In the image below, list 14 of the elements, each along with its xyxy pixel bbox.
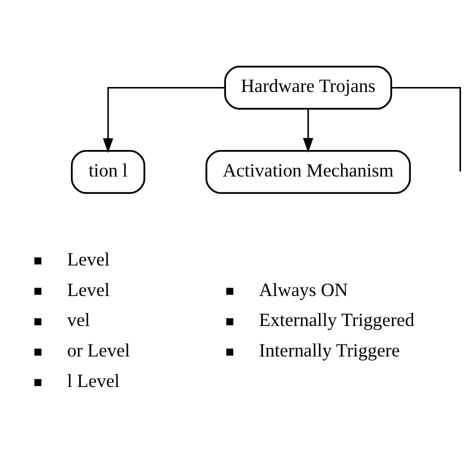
node-label: Level	[67, 248, 110, 270]
arrow	[303, 108, 314, 152]
arrow	[102, 86, 226, 153]
node-label: Always ON	[259, 279, 348, 300]
node-label: Internally Triggere	[259, 340, 400, 362]
node-label: Level	[67, 279, 110, 300]
node-label: l Level	[67, 370, 120, 392]
node-label: Externally Triggered	[259, 310, 414, 331]
node-box: tion l	[70, 150, 146, 194]
node-label: vel	[67, 310, 90, 331]
connector	[391, 86, 462, 171]
node-box: Hardware Trojans	[224, 65, 392, 110]
node-box: Activation Mechanism	[206, 150, 411, 194]
node-label: or Level	[67, 340, 130, 362]
